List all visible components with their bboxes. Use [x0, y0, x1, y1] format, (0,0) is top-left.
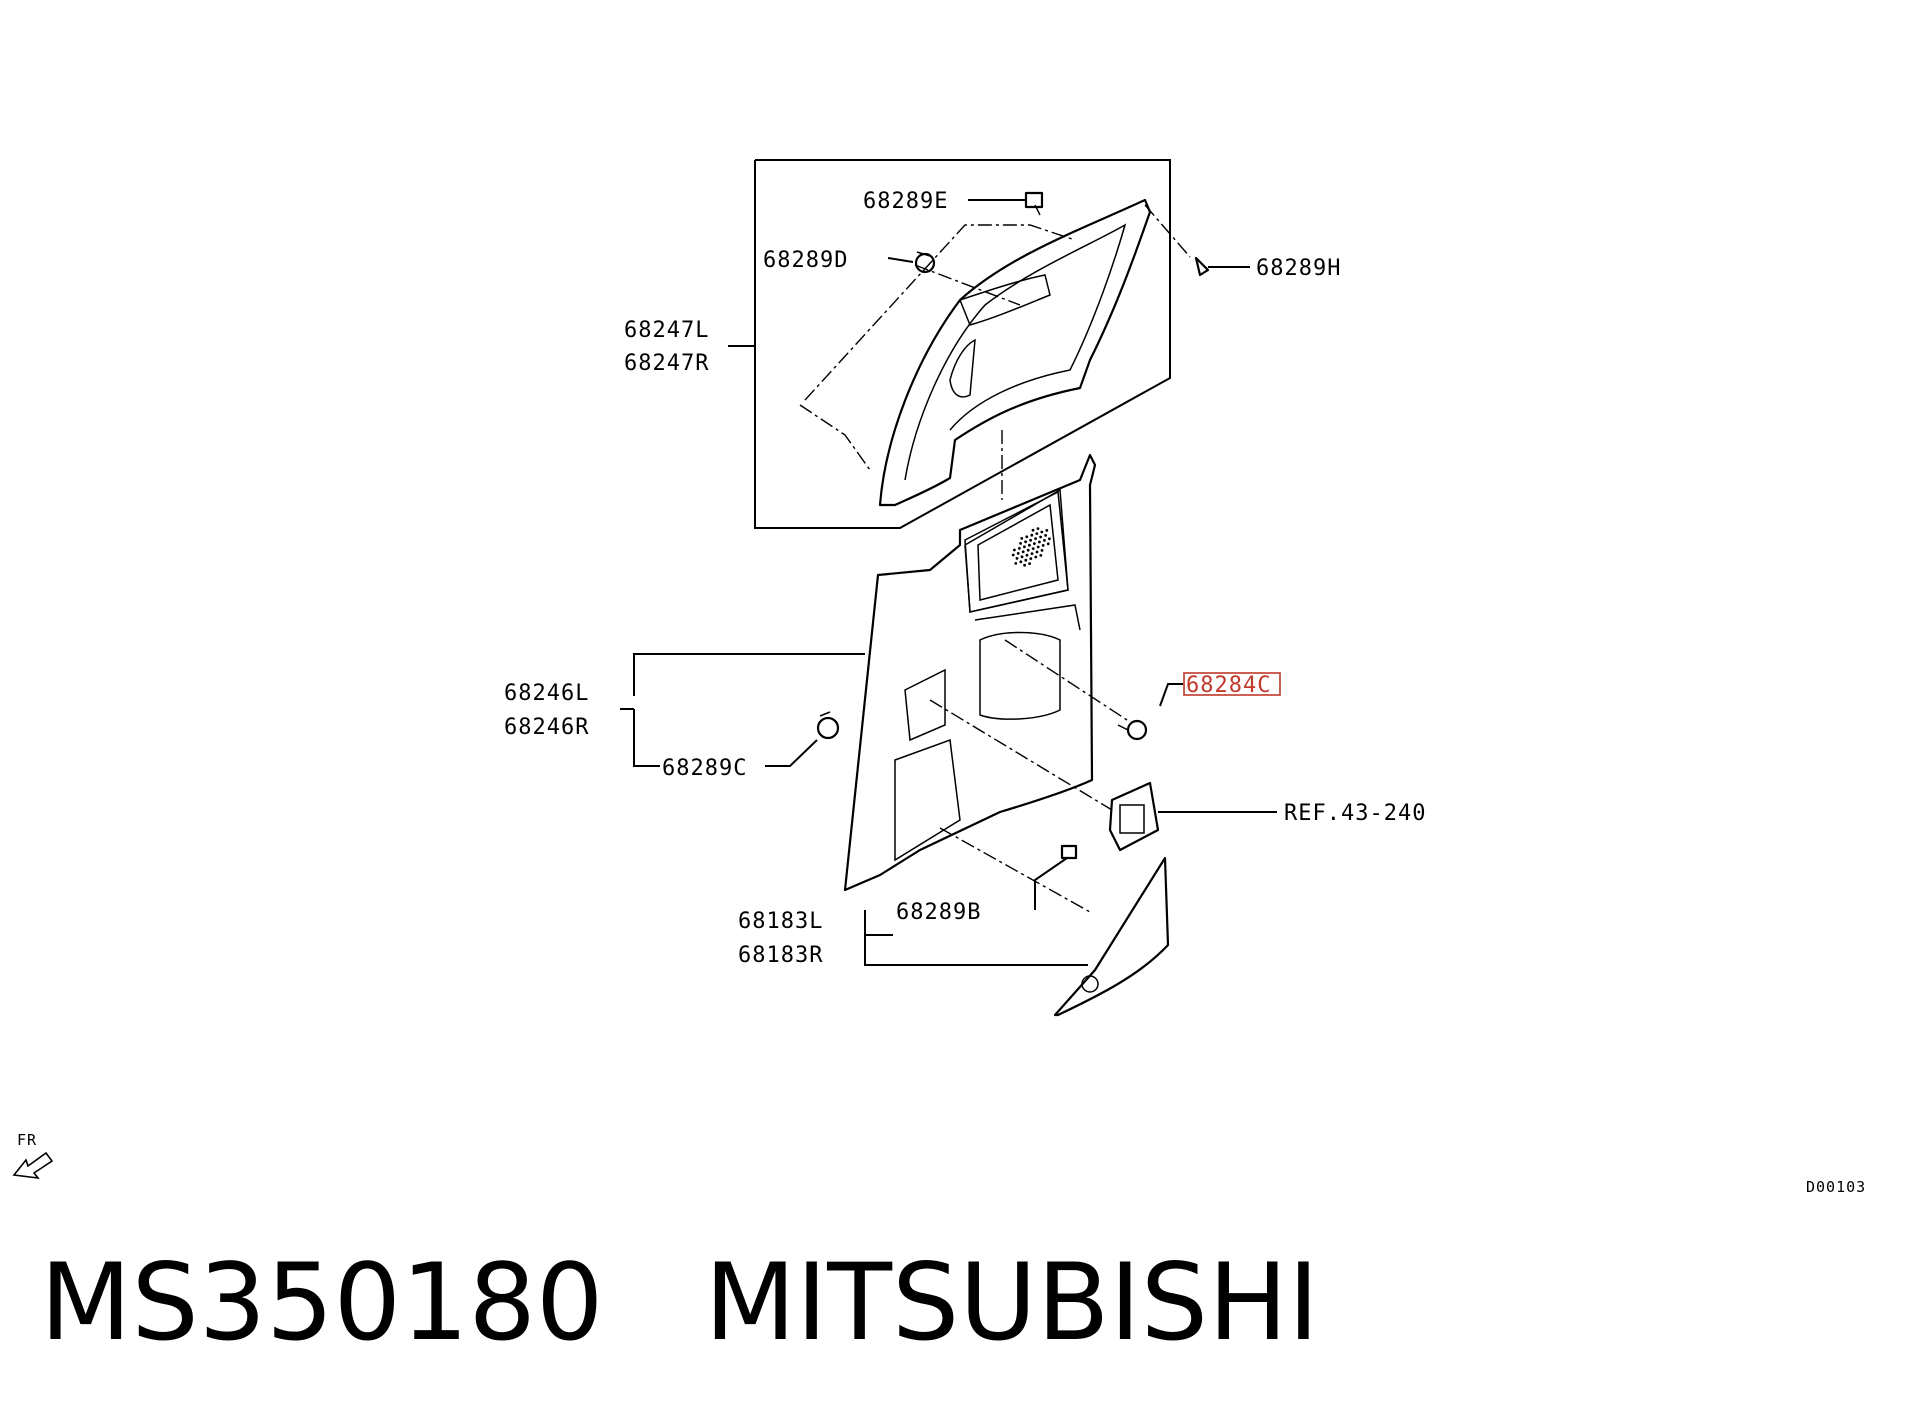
- upper-trim-panel: [878, 198, 1152, 507]
- clip-68289B: [1060, 844, 1078, 860]
- front-arrow-icon: [12, 1151, 54, 1180]
- highlight-box: [1183, 672, 1281, 696]
- speaker-grille: [964, 490, 1069, 613]
- label-68247R: 68247R: [624, 351, 709, 376]
- label-68289C: 68289C: [662, 756, 747, 781]
- label-ref-43-240: REF.43-240: [1284, 801, 1426, 826]
- fr-label: FR: [17, 1131, 37, 1149]
- clip-68289E: [1024, 191, 1044, 209]
- upper-trim-frame: [754, 159, 1171, 529]
- label-68289B: 68289B: [896, 900, 981, 925]
- label-68183L: 68183L: [738, 909, 823, 934]
- clip-68289C: [816, 711, 840, 740]
- label-68289D: 68289D: [763, 248, 848, 273]
- end-trim-panel: [1053, 856, 1170, 1017]
- brand-name: MITSUBISHI: [704, 1241, 1320, 1364]
- caption: MS350180 MITSUBISHI: [40, 1250, 1319, 1356]
- screw-68284C: [1117, 719, 1148, 741]
- assembly-chain-lines: [799, 204, 1191, 913]
- label-68289H: 68289H: [1256, 256, 1341, 281]
- part-number: MS350180: [40, 1241, 604, 1364]
- clip-68289H: [1194, 256, 1210, 277]
- ref-bracket-part: [1108, 781, 1160, 852]
- diagram-code: D00103: [1806, 1178, 1866, 1196]
- label-68183R: 68183R: [738, 943, 823, 968]
- leader-lines: [620, 199, 1277, 966]
- label-68246L: 68246L: [504, 681, 589, 706]
- end-trim-hole: [1081, 975, 1099, 993]
- ref-bracket-opening: [1119, 804, 1145, 834]
- label-68284C: 68284C: [1186, 673, 1271, 698]
- label-68247L: 68247L: [624, 318, 709, 343]
- label-68289E: 68289E: [863, 189, 948, 214]
- label-68246R: 68246R: [504, 715, 589, 740]
- lower-trim-panel: [843, 453, 1097, 892]
